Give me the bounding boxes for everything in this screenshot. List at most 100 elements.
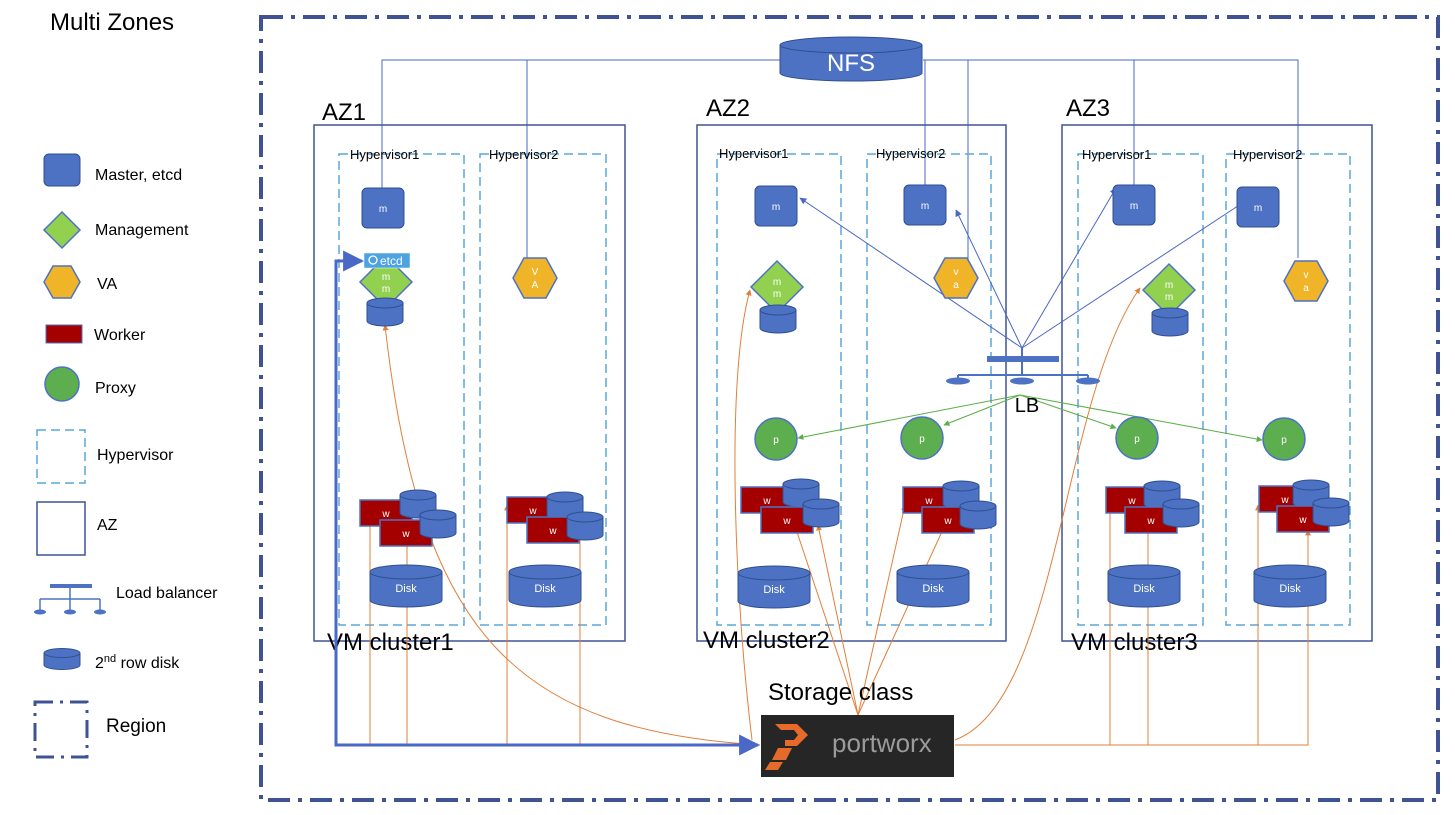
az1-box [313,124,626,642]
az1-hv2-disk: Disk [508,564,582,608]
worker-disk [802,498,840,528]
az3-management-node: m m [1142,263,1196,317]
legend-load-balancer-label: Load balancer [116,585,218,602]
az2-hv1-workers: w w [740,478,840,534]
legend-va-icon [43,265,81,299]
az1-hypervisor2-label: Hypervisor2 [489,147,558,162]
legend-master-label: Master, etcd [95,167,182,184]
az2-management-node: m m [750,260,804,314]
portworx-mark-icon [765,724,808,770]
legend-proxy-label: Proxy [95,380,136,397]
az3-proxy-node-1: p [1115,416,1159,460]
storage-class-label: Storage class [768,679,913,706]
legend-worker-icon [45,324,83,344]
legend-disk-icon [43,648,81,670]
svg-text:w: w [924,496,933,507]
az3-proxy-node-2: p [1262,417,1306,461]
worker-node: w [1105,486,1159,514]
az3-box [1061,124,1373,642]
worker-node: w [359,499,413,527]
svg-text:Disk: Disk [395,583,417,595]
az2-proxy-node-2: p [900,416,944,460]
az2-cluster-label: VM cluster2 [703,627,830,654]
svg-text:w: w [401,529,410,540]
svg-text:m: m [773,277,781,288]
legend-hypervisor-icon [36,429,86,484]
az1-management-node: m m [359,255,413,309]
svg-text:w: w [1127,496,1136,507]
svg-text:p: p [919,434,925,445]
lb-label: LB [1015,395,1039,417]
az1-hv1-disk: Disk [369,564,443,608]
svg-text:w: w [1280,495,1289,506]
az2-hv2-workers: w w [902,480,997,534]
svg-text:v: v [1304,270,1309,281]
legend-management-label: Management [95,222,189,239]
az1-hv1-workers: w w [359,489,457,547]
worker-disk [566,511,604,541]
legend-region-icon [33,700,89,759]
worker-node: w [902,486,956,514]
legend-az-icon [36,501,86,556]
az1-hypervisor1-label: Hypervisor1 [350,147,419,162]
legend: Master, etcd Management VA Worker Proxy … [33,153,218,759]
az1-label: AZ1 [322,99,366,126]
svg-text:w: w [548,526,557,537]
region-border [259,15,1440,802]
svg-text:p: p [1134,434,1140,445]
az2-hypervisor1-label: Hypervisor1 [719,146,788,161]
nfs-links [381,59,1299,265]
az3-va-node: v a [1283,260,1329,302]
svg-text:V: V [532,267,539,278]
az3-master-node: m [1112,184,1156,226]
worker-node: w [379,519,433,547]
worker-node: w [506,496,560,524]
svg-text:Disk: Disk [922,583,944,595]
nfs-storage: NFS [779,36,923,82]
legend-az-label: AZ [97,517,118,534]
worker-node: w [1276,505,1330,533]
page-title: Multi Zones [50,9,174,36]
etcd-label: etcd [380,254,403,268]
worker-disk [1162,498,1200,528]
portworx-label: portworx [832,728,932,758]
legend-worker-label: Worker [94,327,146,344]
etcd-backup-link [334,250,761,756]
lb-master-links [799,187,1251,349]
svg-text:m: m [382,284,390,295]
az3-hypervisor1-label: Hypervisor1 [1082,147,1151,162]
svg-text:w: w [1298,515,1307,526]
load-balancer [946,348,1100,385]
az3-hv1-disk: Disk [1107,564,1181,608]
legend-region-label: Region [106,716,166,737]
worker-node: w [1124,506,1178,534]
svg-text:w: w [762,496,771,507]
svg-text:m: m [1165,280,1173,291]
svg-text:w: w [943,516,952,527]
legend-proxy-icon [44,366,80,402]
worker-node: w [760,506,814,534]
svg-text:m: m [382,272,390,283]
legend-disk-label: 2nd row disk [95,653,180,672]
az2-hv1-disk: Disk [737,565,811,609]
svg-text:w: w [782,516,791,527]
worker-disk [1312,497,1350,527]
az3-label: AZ3 [1066,95,1110,122]
portworx-logo: portworx [761,715,954,777]
svg-text:p: p [1281,435,1287,446]
svg-text:p: p [773,435,779,446]
svg-text:Disk: Disk [534,583,556,595]
az1-master-node: m [361,187,405,229]
svg-text:m: m [1165,292,1173,303]
az1-cluster-label: VM cluster1 [327,629,454,656]
legend-hypervisor-label: Hypervisor [97,447,174,464]
az2-hv2-disk: Disk [896,564,970,608]
svg-text:a: a [953,280,959,291]
svg-text:m: m [379,204,387,215]
worker-node: w [921,506,975,534]
nfs-label: NFS [827,50,875,77]
legend-master-icon [43,153,81,187]
worker-node: w [526,516,580,544]
svg-text:m: m [921,201,929,212]
svg-text:w: w [381,509,390,520]
